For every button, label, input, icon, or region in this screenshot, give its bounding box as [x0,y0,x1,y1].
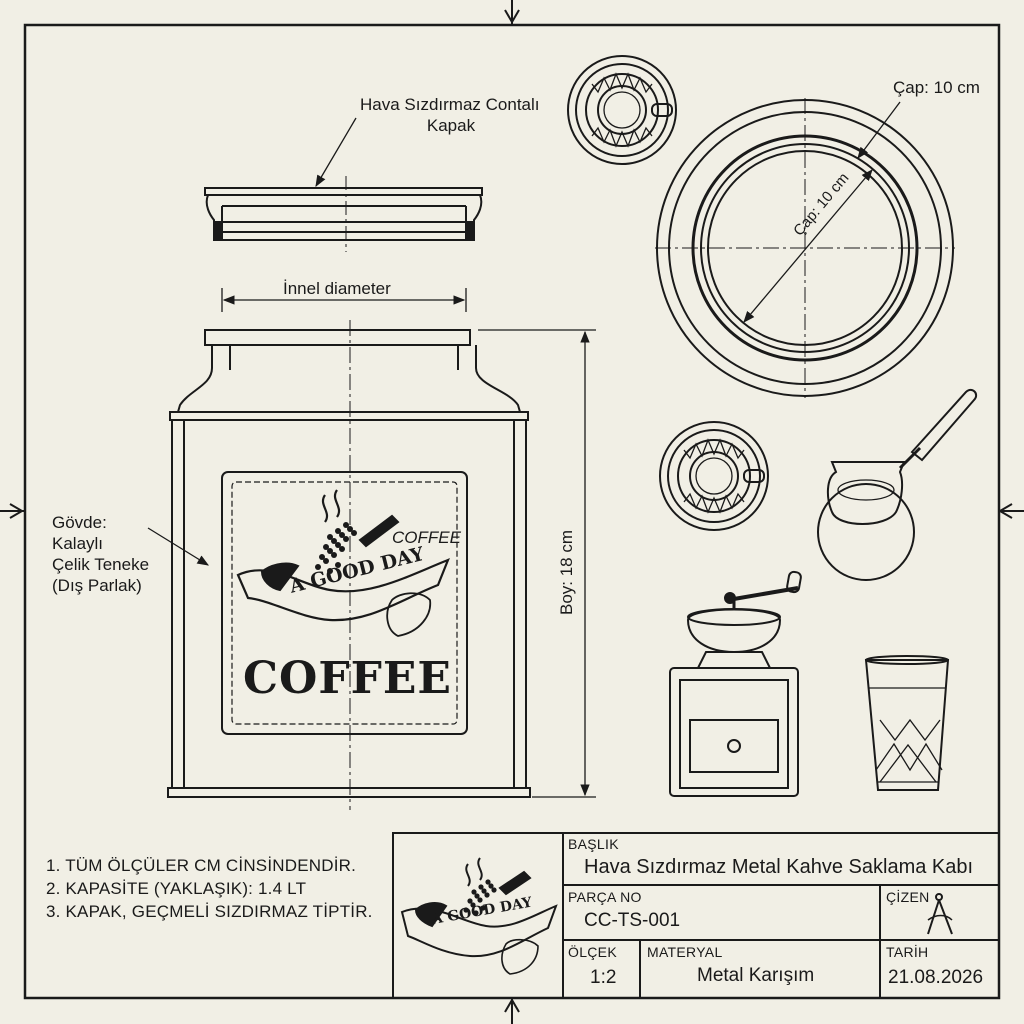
part-number-value: CC-TS-001 [584,910,681,931]
title-block [392,832,1000,999]
height-label: Boy: 18 cm [557,529,577,616]
coffee-bean-scoop-icon [315,489,400,574]
outer-diameter-label: Çap: 10 cm [893,78,980,97]
material-value: Metal Karışım [697,965,815,986]
canister-body-drawing [167,320,531,810]
body-callout-line-3: Çelik Teneke [52,555,150,574]
general-notes: 1. TÜM ÖLÇÜLER CM CİNSİNDENDİR. 2. KAPAS… [46,854,373,923]
scale-value: 1:2 [590,967,617,988]
body-callout-leader [147,527,209,566]
label-big-word: COFFEE [243,653,452,704]
date-value: 21.08.2026 [888,967,984,988]
body-callout-line-4: (Dış Parlak) [52,576,142,595]
body-callout: Gövde: Kalaylı Çelik Teneke (Dış Parlak) [52,512,149,596]
part-number-label: PARÇA NO [568,889,642,905]
cezve-icon [817,388,978,581]
turkish-coffee-cup-icon [567,55,677,165]
inner-diameter-dimension [221,288,467,312]
compass-icon [927,893,953,935]
lid-callout-line-1: Hava Sızdırmaz Contalı [360,95,540,114]
date-label: TARİH [886,944,929,960]
label-small-word: COFFEE [392,528,461,547]
note-1: 1. TÜM ÖLÇÜLER CM CİNSİNDENDİR. [46,856,357,875]
scale-label: ÖLÇEK [568,944,617,960]
lid-callout: Hava Sızdırmaz Contalı Kapak [360,94,540,136]
material-label: MATERYAL [647,944,723,960]
body-callout-line-2: Kalaylı [52,534,104,553]
turkish-coffee-cup-icon-2 [659,421,769,531]
coffee-grinder-icon [669,570,802,797]
banner-ribbon [236,558,450,637]
note-3: 3. KAPAK, GEÇMELİ SIZDIRMAZ TİPTİR. [46,902,373,921]
inner-diameter-label: İnnel diameter [283,279,391,298]
water-glass-icon [864,655,950,791]
body-callout-line-1: Gövde: [52,513,107,532]
note-2: 2. KAPASİTE (YAKLAŞIK): 1.4 LT [46,879,307,898]
drawn-by-label: ÇİZEN [886,889,930,905]
lid-callout-line-2: Kapak [426,116,476,135]
top-view-drawing [655,98,955,398]
title-value: Hava Sızdırmaz Metal Kahve Saklama Kabı [584,856,974,878]
height-dimension [478,329,596,798]
title-label: BAŞLIK [568,836,619,852]
lid-drawing [204,117,483,252]
